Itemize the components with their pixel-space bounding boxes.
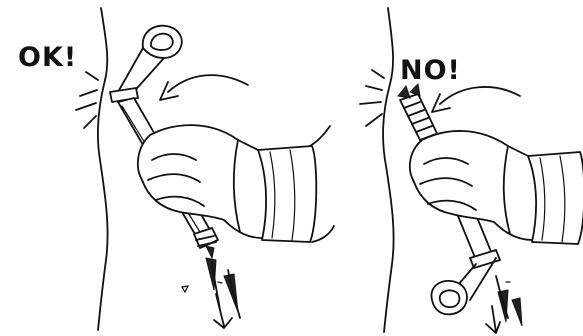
impact-burst-left xyxy=(75,71,99,129)
curved-arrow-icon xyxy=(167,74,249,93)
impact-burst-right xyxy=(359,69,385,127)
curved-arrow-icon-right xyxy=(439,86,521,105)
ice-wall-right xyxy=(382,7,395,333)
panel-correct xyxy=(75,7,335,331)
ice-wall-left xyxy=(97,7,109,331)
down-arrow-icon-left xyxy=(213,293,233,329)
curved-arrow-head xyxy=(159,81,179,101)
panel-incorrect xyxy=(359,7,583,334)
ice-chips-left xyxy=(181,257,241,319)
ice-chips-right xyxy=(495,275,523,327)
label-no: NO! xyxy=(400,55,461,86)
gloved-hand-left xyxy=(136,124,335,243)
gloved-hand-right xyxy=(408,130,583,245)
label-ok: OK! xyxy=(18,42,78,73)
down-arrow-icon-right xyxy=(485,305,501,334)
